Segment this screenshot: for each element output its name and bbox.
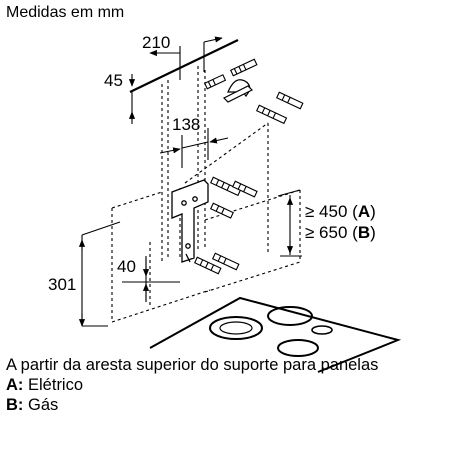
clearance-b-prefix: ≥ 650 ( — [305, 223, 358, 242]
dim-45-label: 45 — [104, 71, 123, 90]
dim-40-lines — [122, 256, 180, 302]
caption-line-a: A: Elétrico — [6, 375, 446, 395]
upper-duct-outline — [161, 66, 206, 262]
caption-b-text: Gás — [23, 396, 59, 414]
caption-line-b: B: Gás — [6, 395, 446, 415]
caption-a-text: Elétrico — [23, 376, 84, 394]
ceiling-bracket — [222, 79, 254, 103]
wall-bracket — [171, 179, 209, 263]
lower-duct-outline — [111, 189, 301, 323]
clearance-a-suffix: ) — [370, 202, 376, 221]
clearance-b-label: ≥ 650 (B) — [305, 223, 376, 242]
dim-301-label: 301 — [48, 275, 76, 294]
units-title: Medidas em mm — [6, 4, 125, 21]
clearance-b-key: B — [358, 223, 370, 242]
clearance-a-key: A — [358, 202, 370, 221]
bracket-screws — [194, 176, 258, 275]
dim-210-label: 210 — [142, 33, 170, 52]
dim-138-label: 138 — [172, 115, 200, 134]
dim-210-lines — [149, 36, 223, 80]
caption-line1: A partir da aresta superior do suporte p… — [6, 356, 379, 374]
dim-301-lines — [78, 221, 121, 327]
clearance-a-prefix: ≥ 450 ( — [305, 202, 358, 221]
caption-a-key: A: — [6, 376, 24, 394]
dim-138-lines — [159, 128, 229, 168]
caption-b-key: B: — [6, 396, 24, 414]
clearance-lines — [277, 189, 302, 257]
dim-40-label: 40 — [117, 257, 136, 276]
top-screws — [204, 58, 304, 125]
cooktop — [149, 296, 402, 373]
ceiling-line — [129, 39, 239, 93]
middle-duct-outline — [179, 122, 269, 258]
caption: A partir da aresta superior do suporte p… — [6, 355, 446, 415]
clearance-b-suffix: ) — [370, 223, 376, 242]
clearance-a-label: ≥ 450 (A) — [305, 202, 376, 221]
